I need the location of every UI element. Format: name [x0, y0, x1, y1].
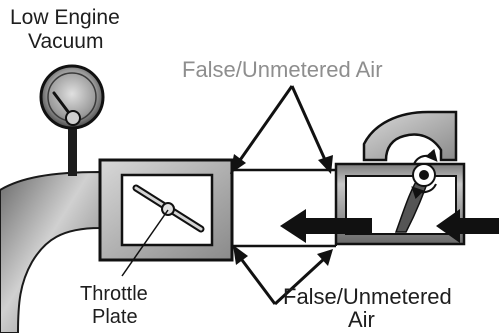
- false-air-arrows-top: [230, 85, 333, 174]
- vacuum-gauge-icon: [39, 64, 105, 176]
- gauge-label-line1: Low Engine: [10, 6, 120, 29]
- false-air-label-top: False/Unmetered Air: [182, 57, 383, 82]
- throttle-label-line2: Plate: [92, 306, 138, 328]
- false-air-arrows-bottom: [233, 245, 333, 306]
- airflow-arrow-icon: [280, 209, 499, 243]
- air-flow-meter: [334, 110, 466, 246]
- false-air-label-bottom-line1: False/Unmetered: [283, 284, 452, 309]
- throttle-plate-icon: [132, 184, 205, 233]
- throttle-label-line1: Throttle: [80, 283, 148, 305]
- intake-elbow-pipe: [0, 170, 101, 333]
- sensor-flap-icon: [394, 148, 438, 233]
- throttle-body: [98, 158, 234, 262]
- false-air-label-bottom-line2: Air: [348, 307, 375, 332]
- intake-duct: [232, 168, 337, 248]
- gauge-label-line2: Vacuum: [28, 30, 104, 53]
- throttle-leader-line: [121, 209, 169, 277]
